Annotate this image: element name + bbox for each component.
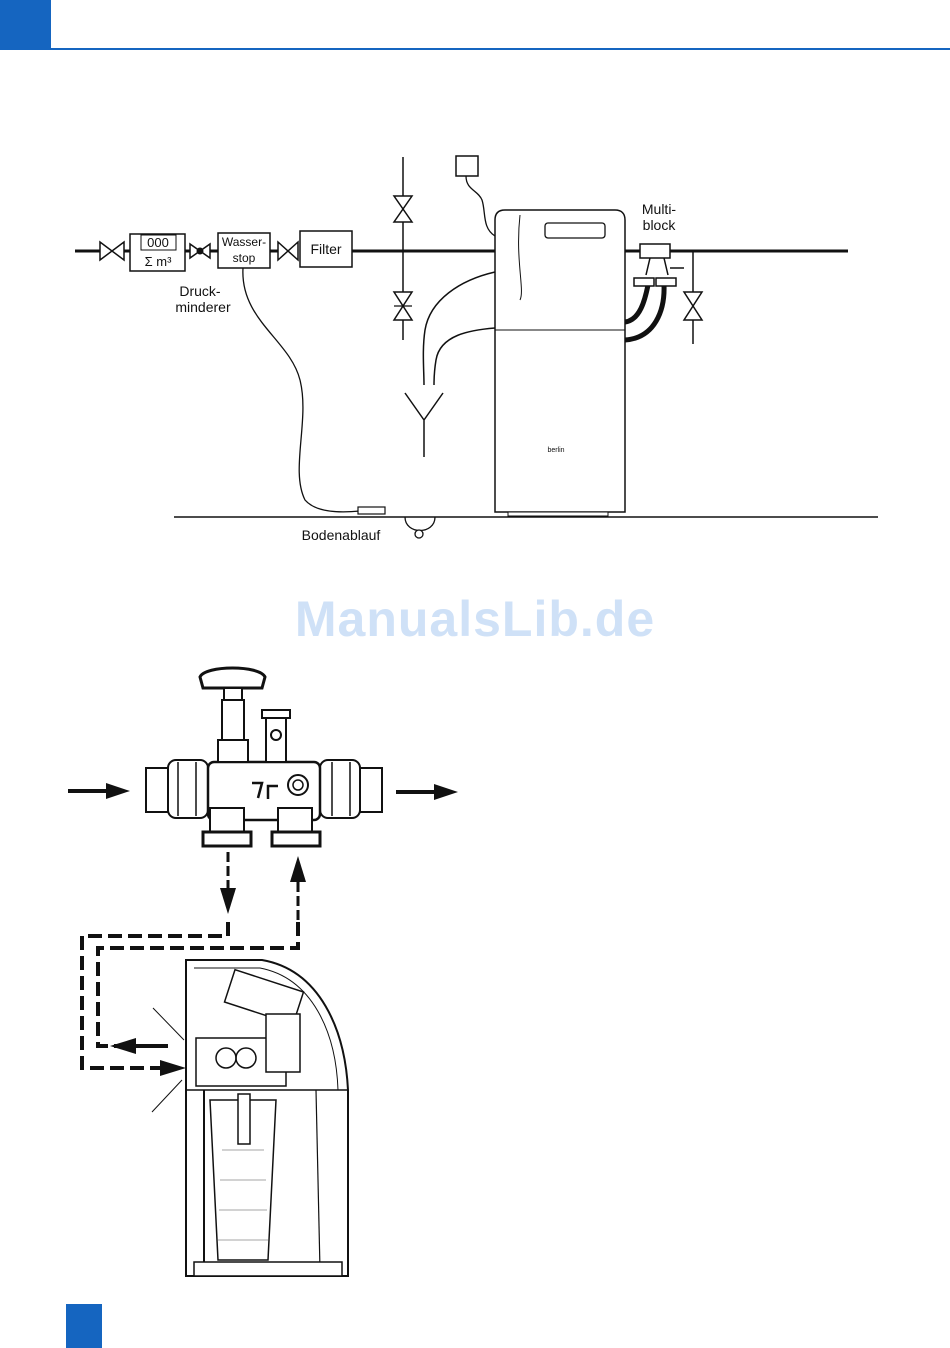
wasserstop-label-2: stop: [233, 251, 256, 265]
footer-tab: [66, 1304, 102, 1348]
power-plug-icon: [456, 156, 478, 176]
filter-box: Filter: [300, 231, 352, 267]
shutoff-valve-icon: [100, 242, 124, 260]
outlet-arrow-icon: [396, 784, 458, 800]
multiblock-label-1: Multi-: [642, 201, 677, 217]
handwheel-icon: [200, 668, 265, 688]
from-softener-arrow-icon: [290, 856, 306, 920]
brand-mark: berlin: [547, 447, 564, 454]
watermark: ManualsLib.de: [0, 590, 950, 648]
softener-cutaway: [186, 960, 348, 1276]
shutoff-valve-icon: [278, 242, 298, 260]
druckminderer-label-2: minderer: [175, 299, 231, 315]
bodenablauf-label: Bodenablauf: [302, 527, 381, 543]
druckminderer-label-1: Druck-: [179, 283, 221, 299]
vertical-valve-icon: [394, 196, 412, 222]
pressure-reducer-icon: [190, 244, 210, 258]
floor-drain-icon: [415, 530, 423, 538]
multiblock-diagram: [68, 668, 458, 1276]
meter-unit: Σ m³: [145, 254, 172, 269]
softener-unit: berlin: [495, 210, 625, 516]
meter-digits: 000: [147, 235, 169, 250]
multiblock-label-2: block: [643, 217, 677, 233]
wasserstop-label-1: Wasser-: [222, 235, 266, 249]
wasserstop-box: Wasser- stop: [218, 233, 270, 268]
vertical-valve-icon: [684, 292, 702, 320]
inlet-arrow-icon: [68, 783, 130, 799]
installation-diagram: 000 Σ m³ Druck- minderer Wasser- stop Fi…: [75, 156, 878, 543]
water-meter: 000 Σ m³: [130, 234, 185, 271]
to-softener-arrow-icon: [220, 852, 236, 914]
filter-label: Filter: [310, 241, 341, 257]
